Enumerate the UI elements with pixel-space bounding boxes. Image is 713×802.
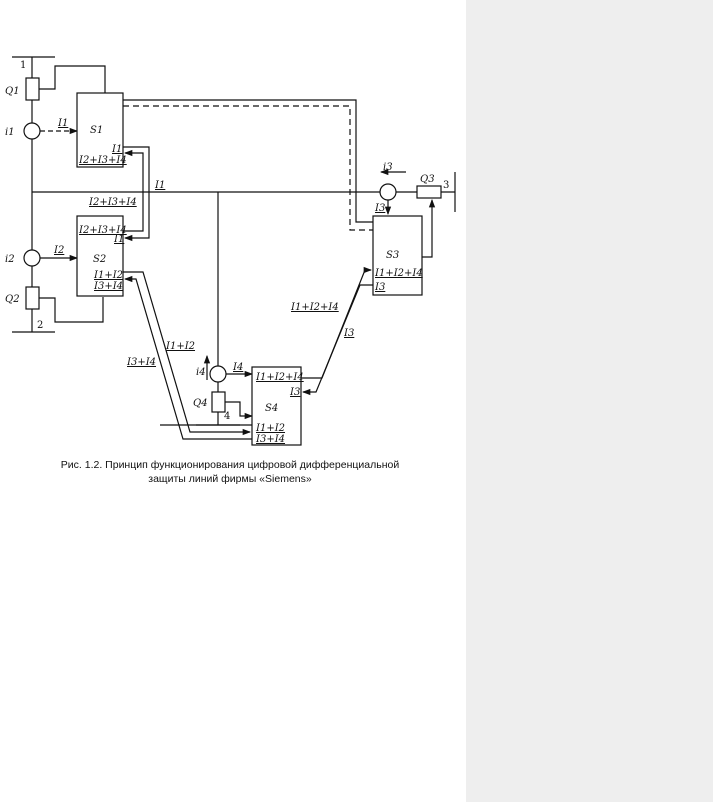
breaker-q1 [25,77,40,101]
right-margin-panel [466,0,713,802]
station-s2 [76,215,124,297]
station-s4-label: S4 [265,403,278,414]
station-s3-label: S3 [386,250,399,261]
s2-port-i1: I1 [113,234,124,245]
current-i1-in-label: I1 [57,118,68,129]
busbar-1-label: 1 [20,60,26,71]
link-mid-sum-label: I2+I3+I4 [88,197,137,208]
s4-port-i3: I3 [289,387,300,398]
link-s1-s3-solid [123,99,373,223]
link-s1-s3-dashed [123,105,373,231]
sensor-i3 [379,183,397,201]
s2-port-34: I3+I4 [93,281,123,292]
link-s2-s4-b [123,275,252,440]
s3-port-sum: I1+I2+I4 [374,268,423,279]
sensor-i2 [23,249,41,267]
breaker-q4-label: Q4 [193,398,208,409]
busbar-4-label: 4 [224,411,230,422]
busbar-3-label: 3 [443,180,449,191]
sensor-i4-label: i4 [196,367,206,378]
s4-port-12: I1+I2 [255,423,285,434]
breaker-q2 [25,286,40,310]
trip-line-q2 [39,297,104,323]
link-s3-s4-i3-label: I3 [343,328,354,339]
main-current-label: I1 [154,180,165,191]
current-i2-in-label: I2 [53,245,64,256]
differential-protection-diagram: 1 Q1 i1 I1 S1 I1 I2+I3+I4 I1 I2+I3+I4 I2… [5,56,456,446]
sensor-i2-label: i2 [5,254,15,265]
figure-caption: Рис. 1.2. Принцип функционирования цифро… [20,458,440,486]
breaker-q3-label: Q3 [420,174,435,185]
s2-port-sum: I2+I3+I4 [78,225,127,236]
link-s2-s4-a [123,271,252,436]
s3-port-i3: I3 [374,282,385,293]
s1-port-sum: I2+I3+I4 [78,155,127,166]
station-s1-label: S1 [90,125,103,136]
breaker-q3 [416,185,442,199]
current-i3-in-label: I3 [374,203,385,214]
s2-port-12: I1+I2 [93,270,123,281]
link-s3-s4-b [301,284,373,396]
sensor-i1 [23,122,41,140]
station-s1 [76,92,124,168]
sensor-i3-label: i3 [383,162,393,173]
s4-port-34: I3+I4 [255,434,285,445]
caption-line-1: Рис. 1.2. Принцип функционирования цифро… [60,459,400,471]
busbar-2-label: 2 [37,320,43,331]
breaker-q2-label: Q2 [5,294,20,305]
current-i4-in-label: I4 [232,362,243,373]
station-s4 [251,366,302,446]
link-s3-s4-a [301,266,373,379]
s1-port-i1: I1 [111,144,122,155]
trip-line-q4 [225,401,254,420]
breaker-q1-label: Q1 [5,86,20,97]
breaker-q4 [211,391,226,413]
station-s3 [372,215,423,296]
sensor-i4 [209,365,227,383]
link-s3-s4-sum-label: I1+I2+I4 [290,302,339,313]
link-s2-s4-12-label: I1+I2 [165,341,195,352]
s4-port-sum: I1+I2+I4 [255,372,304,383]
link-s2-s4-34-label: I3+I4 [126,357,156,368]
caption-line-2: защиты линий фирмы «Siemens» [148,473,312,485]
station-s2-label: S2 [93,254,106,265]
trip-line-q3 [422,198,436,258]
trip-line-q1 [39,65,106,93]
sensor-i1-label: i1 [5,127,15,138]
